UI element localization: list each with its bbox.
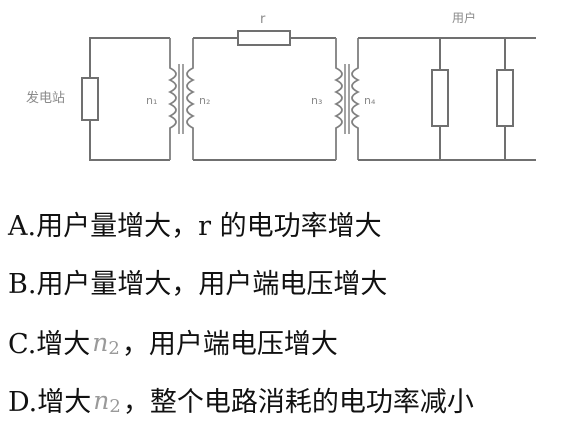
resistor-label: r — [260, 12, 266, 27]
answer-options: A.用户量增大，r 的电功率增大 B.用户量增大，用户端电压增大 C.增大n2，… — [8, 198, 568, 430]
option-c[interactable]: C.增大n2，用户端电压增大 — [8, 314, 568, 372]
option-c-variable: n2 — [92, 328, 120, 359]
option-b-prefix: B. — [8, 269, 37, 300]
option-c-prefix: C.增大 — [8, 329, 91, 360]
coil-n4 — [351, 38, 361, 160]
power-station-label: 发电站 — [26, 90, 65, 106]
coil-label-n2: n₂ — [199, 94, 210, 107]
power-transmission-circuit: 发电站 n₁ n₂ r n₃ n₄ 用户 — [26, 10, 536, 161]
coil-n2 — [186, 38, 196, 160]
option-a[interactable]: A.用户量增大，r 的电功率增大 — [8, 198, 568, 256]
option-d[interactable]: D.增大n2，整个电路消耗的电功率减小 — [8, 372, 568, 430]
coil-label-n4: n₄ — [364, 94, 376, 107]
option-b-text: 用户量增大，用户端电压增大 — [36, 269, 388, 300]
coil-label-n1: n₁ — [146, 94, 157, 107]
power-station-element — [81, 77, 99, 121]
coil-n3 — [333, 38, 343, 160]
option-c-text: ，用户端电压增大 — [121, 329, 338, 360]
option-d-variable: n2 — [93, 386, 121, 417]
option-d-prefix: D.增大 — [8, 387, 92, 418]
option-a-text: 用户量增大，r 的电功率增大 — [36, 211, 382, 242]
option-a-prefix: A. — [8, 211, 37, 242]
option-d-text: ，整个电路消耗的电功率减小 — [122, 387, 474, 418]
station-loop-wire — [89, 37, 170, 161]
resistor-r — [237, 30, 291, 46]
coil-label-n3: n₃ — [311, 94, 322, 107]
option-b[interactable]: B.用户量增大，用户端电压增大 — [8, 256, 568, 314]
coil-n1 — [167, 38, 177, 160]
users-label: 用户 — [452, 10, 476, 25]
user-1-load — [431, 69, 449, 127]
user-2-load — [496, 69, 514, 127]
